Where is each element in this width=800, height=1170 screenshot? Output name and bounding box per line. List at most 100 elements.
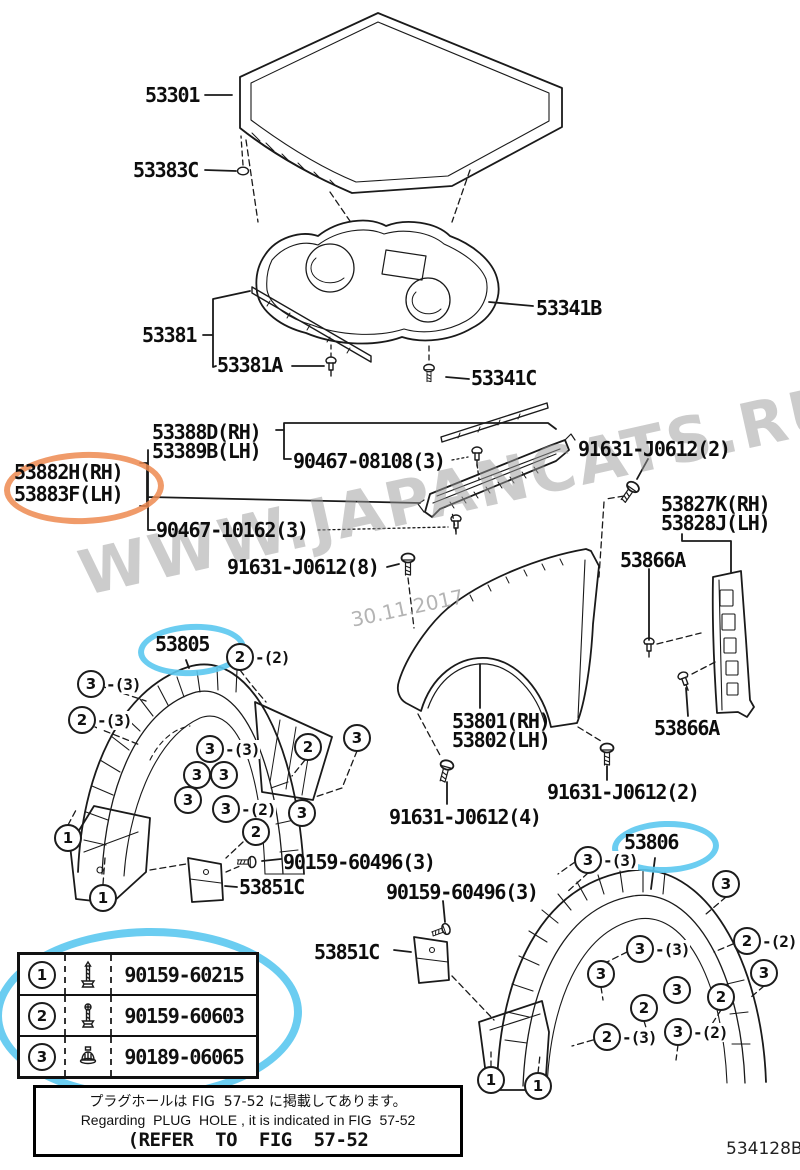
callout-number: 3 <box>288 799 316 827</box>
callout-3: 3-(3) <box>196 735 261 763</box>
note-line-refer: (REFER TO FIG 57-52 <box>127 1129 369 1151</box>
label-53341B: 53341B <box>536 296 602 320</box>
label-53882H: 53882H(RH) <box>14 460 124 484</box>
callout-3: 3 <box>343 724 371 752</box>
cowl-louver-drawing <box>139 402 649 629</box>
callout-3: 3 <box>210 761 238 789</box>
callout-number: 2 <box>68 706 96 734</box>
callout-number: 3 <box>212 795 240 823</box>
callout-number: 1 <box>89 884 117 912</box>
callout-quantity-suffix: -(3) <box>622 1027 658 1047</box>
grommet-icon <box>79 1045 97 1064</box>
callout-number: 3 <box>712 870 740 898</box>
label-53802: 53802(LH) <box>452 728 551 752</box>
callout-3: 3 <box>750 959 778 987</box>
callout-2: 2 <box>294 733 322 761</box>
screw-short-icon <box>81 1002 95 1028</box>
callout-3: 3-(2) <box>212 795 277 823</box>
label-53805: 53805 <box>155 632 210 656</box>
callout-3: 3 <box>288 799 316 827</box>
label-90467-10162: 90467-10162(3) <box>156 518 309 542</box>
callout-number: 3 <box>77 670 105 698</box>
callout-number: 3 <box>210 761 238 789</box>
callout-number: 1 <box>54 824 82 852</box>
callout-number: 2 <box>593 1023 621 1051</box>
callout-quantity-suffix: -(3) <box>655 939 691 959</box>
legend-callout-number: 1 <box>28 960 56 989</box>
callout-quantity-suffix: -(2) <box>255 647 291 667</box>
callout-2: 2-(2) <box>226 643 291 671</box>
legend-row: 1 90159-60215 <box>20 955 256 994</box>
callout-3: 3 <box>712 870 740 898</box>
label-53388D: 53388D(RH) <box>152 420 262 444</box>
label-91631-J0612-4: 91631-J0612(4) <box>389 805 542 829</box>
callout-quantity-suffix: -(3) <box>225 739 261 759</box>
label-53389B: 53389B(LH) <box>152 439 262 463</box>
label-91631-J0612-8: 91631-J0612(8) <box>227 555 380 579</box>
label-91631-J0612-2a: 91631-J0612(2) <box>578 437 731 461</box>
note-box: プラグホールは FIG 57-52 に掲載してあります。 Regarding P… <box>33 1085 463 1157</box>
callout-number: 2 <box>733 927 761 955</box>
legend-row: 3 90189-06065 <box>20 1035 256 1076</box>
label-53851C-b: 53851C <box>314 940 380 964</box>
callout-number: 3 <box>196 735 224 763</box>
label-53801: 53801(RH) <box>452 709 551 733</box>
callout-3: 3 <box>587 960 615 988</box>
apron-brace-drawing <box>643 533 755 718</box>
label-53827K: 53827K(RH) <box>661 492 771 516</box>
legend-callout-cell: 2 <box>20 996 66 1035</box>
hood-clip-53383C <box>236 166 250 176</box>
callout-number: 1 <box>524 1072 552 1100</box>
callout-number: 3 <box>626 935 654 963</box>
callout-number: 2 <box>707 983 735 1011</box>
callout-number: 3 <box>664 1018 692 1046</box>
callout-1: 1 <box>89 884 117 912</box>
callout-1: 1 <box>54 824 82 852</box>
callout-number: 1 <box>477 1066 505 1094</box>
hood-seal-drawing <box>202 286 470 383</box>
label-53381: 53381 <box>142 323 197 347</box>
callout-number: 2 <box>630 994 658 1022</box>
label-53866A-upper: 53866A <box>620 548 686 572</box>
label-91631-J0612-2b: 91631-J0612(2) <box>547 780 700 804</box>
label-53883F: 53883F(LH) <box>14 482 124 506</box>
legend-part-number: 90189-06065 <box>124 1044 244 1069</box>
callout-quantity-suffix: -(3) <box>603 850 639 870</box>
callout-3: 3 <box>174 786 202 814</box>
mudguard-drawings <box>187 855 495 1021</box>
callout-3: 3-(3) <box>77 670 142 698</box>
label-53828J: 53828J(LH) <box>661 511 771 535</box>
callout-number: 3 <box>343 724 371 752</box>
callout-quantity-suffix: -(2) <box>762 931 798 951</box>
callout-3: 3-(2) <box>664 1018 729 1046</box>
legend-part-number: 90159-60215 <box>124 962 244 987</box>
callout-number: 3 <box>587 960 615 988</box>
label-53851C-a: 53851C <box>239 875 305 899</box>
left-fender-liner-drawing <box>67 659 358 904</box>
label-90159-60496-a: 90159-60496(3) <box>283 850 436 874</box>
callout-number: 2 <box>294 733 322 761</box>
note-line-japanese: プラグホールは FIG 57-52 に掲載してあります。 <box>89 1094 407 1110</box>
legend-icon-cell <box>66 996 112 1035</box>
callout-3: 3 <box>663 976 691 1004</box>
callout-quantity-suffix: -(2) <box>241 799 277 819</box>
legend-icon-cell <box>66 1037 112 1076</box>
legend-callout-cell: 3 <box>20 1037 66 1076</box>
legend-icon-cell <box>66 955 112 994</box>
callout-3: 3-(3) <box>574 846 639 874</box>
callout-1: 1 <box>524 1072 552 1100</box>
callout-3: 3-(3) <box>626 935 691 963</box>
figure-code: 534128B <box>726 1139 800 1159</box>
label-53341C: 53341C <box>471 366 537 390</box>
label-53383C: 53383C <box>133 158 199 182</box>
callout-2: 2-(2) <box>733 927 798 955</box>
callout-1: 1 <box>477 1066 505 1094</box>
label-53301: 53301 <box>145 83 200 107</box>
callout-number: 3 <box>750 959 778 987</box>
note-line-english: Regarding PLUG HOLE , it is indicated in… <box>80 1112 416 1128</box>
callout-quantity-suffix: -(3) <box>97 710 133 730</box>
callout-2: 2 <box>707 983 735 1011</box>
